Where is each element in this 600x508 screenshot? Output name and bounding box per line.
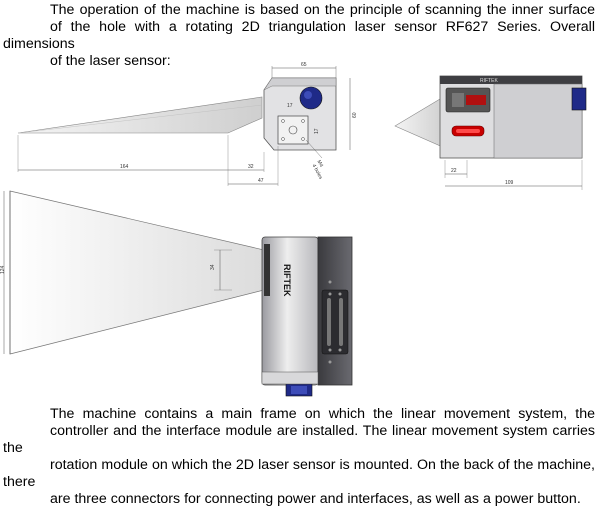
front-view-drawing: 34 124 RIFTEK bbox=[0, 190, 353, 397]
side-view-drawing: 65 60 17 17 M4 4 holes 164 32 47 bbox=[17, 62, 358, 186]
dim-47: 47 bbox=[258, 178, 264, 184]
mounting-plate bbox=[277, 115, 309, 145]
dim-124: 124 bbox=[0, 265, 6, 274]
dim-65: 65 bbox=[301, 62, 307, 68]
top-brand-strip: RIFTEK bbox=[480, 78, 498, 84]
body-line-1: The machine contains a main frame on whi… bbox=[50, 406, 595, 422]
top-view-drawing: RIFTEK 22 109 bbox=[394, 75, 587, 190]
dim-22: 22 bbox=[451, 168, 457, 174]
dim-17-b: 17 bbox=[314, 128, 320, 134]
intro-paragraph: The operation of the machine is based on… bbox=[3, 2, 595, 70]
dim-17-a: 17 bbox=[287, 103, 293, 109]
intro-line-3: of the laser sensor: bbox=[50, 53, 171, 69]
connector-side bbox=[299, 86, 323, 110]
dim-32: 32 bbox=[248, 164, 254, 170]
connector-top bbox=[571, 87, 587, 111]
sensor-dimension-drawing: 65 60 17 17 M4 4 holes 164 32 47 RIFTEK bbox=[0, 62, 587, 397]
bolt-label-m4: M4 bbox=[316, 159, 325, 168]
dim-164: 164 bbox=[120, 164, 129, 170]
body-line-4: are three connectors for connecting powe… bbox=[50, 491, 581, 507]
dim-34: 34 bbox=[210, 264, 216, 270]
body-paragraph: The machine contains a main frame on whi… bbox=[3, 406, 595, 508]
intro-line-1: The operation of the machine is based on… bbox=[50, 2, 595, 18]
dim-109: 109 bbox=[505, 180, 514, 186]
laser-beam-front bbox=[9, 190, 265, 355]
laser-beam-side bbox=[17, 96, 263, 134]
dim-60: 60 bbox=[352, 112, 358, 118]
brand-logo: RIFTEK bbox=[282, 264, 292, 297]
laser-beam-top bbox=[394, 95, 446, 149]
vent-grille bbox=[321, 289, 349, 355]
body-line-2: controller and the interface module are … bbox=[3, 423, 595, 456]
body-line-3: rotation module on which the 2D laser se… bbox=[3, 457, 595, 490]
intro-line-2: of the hole with a rotating 2D triangula… bbox=[3, 19, 595, 52]
sensor-body-front bbox=[261, 236, 319, 386]
